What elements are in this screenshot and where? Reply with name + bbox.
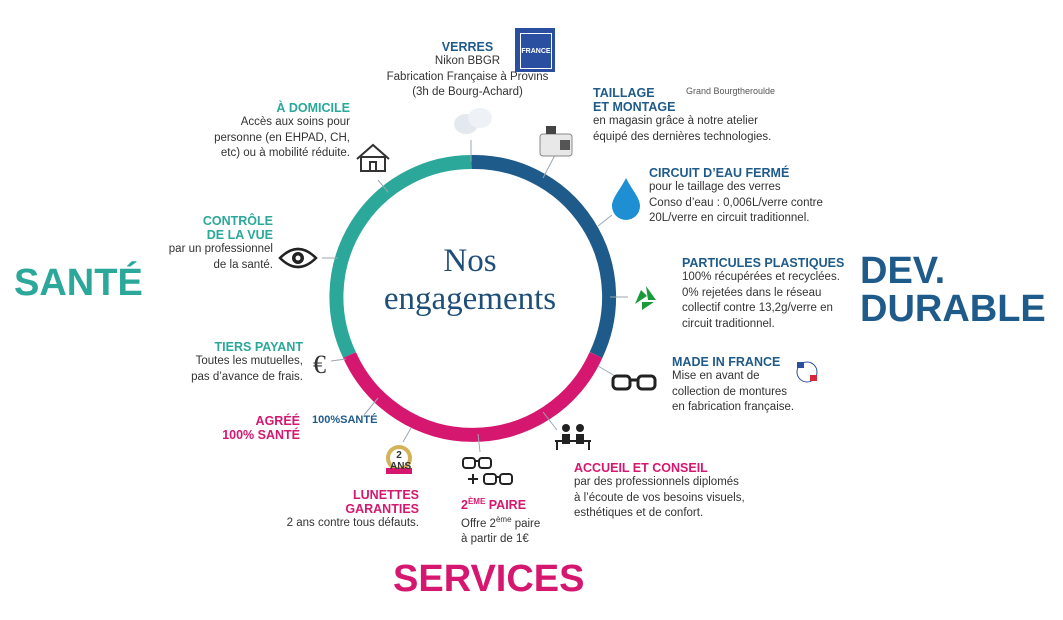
taillage-title: TAILLAGE: [593, 86, 655, 100]
verres-line: Fabrication Française à Provins: [386, 70, 549, 83]
france-flag-icon: [796, 361, 818, 383]
france-badge-label: FRANCE: [520, 33, 552, 69]
two-glasses-icon: [462, 457, 513, 485]
house-icon: [356, 143, 390, 172]
item-agree: AGRÉÉ 100% SANTÉ: [200, 414, 300, 442]
circuit-line: pour le taillage des verres: [649, 181, 781, 193]
made-in-france-title: MADE IN FRANCE: [672, 355, 781, 369]
lunettes-line: 2 ans contre tous défauts.: [286, 517, 419, 529]
lenses-icon: [454, 108, 492, 134]
item-circuit: CIRCUIT D’EAU FERMÉ pour le taillage des…: [649, 166, 859, 227]
agree-title: AGRÉÉ: [255, 414, 300, 428]
verres-line: Nikon BBGR: [434, 55, 501, 67]
particules-line: 0% rejetées dans le réseau: [682, 286, 822, 299]
item-particules: PARTICULES PLASTIQUES 100% récupérées et…: [682, 256, 857, 332]
france-badge: FRANCE: [515, 28, 555, 72]
item-lunettes: LUNETTES GARANTIES 2 ans contre tous déf…: [256, 488, 419, 532]
ring-dev-arc: [471, 154, 617, 359]
glasses-icon: [611, 374, 657, 391]
people-icon: [555, 424, 591, 450]
controle-title: CONTRÔLE: [202, 214, 273, 228]
accueil-line: esthétiques et de confort.: [574, 507, 704, 519]
water-drop-icon: [612, 178, 640, 220]
particules-title: PARTICULES PLASTIQUES: [682, 256, 845, 270]
deuxieme-paire-line: Offre 2ème paire: [461, 515, 541, 530]
section-services: SERVICES: [393, 558, 585, 600]
tiers-title: TIERS PAYANT: [214, 340, 303, 354]
deuxieme-paire-line: à partir de 1€: [461, 533, 529, 546]
section-dev-line2: DURABLE: [860, 288, 1046, 330]
grand-bourgtheroulde-logo: Grand Bourgtheroulde: [686, 86, 776, 96]
controle-line: de la santé.: [213, 258, 273, 271]
deuxieme-paire-title: 2ÈME PAIRE: [461, 497, 527, 513]
made-in-france-line: en fabrication française.: [672, 401, 795, 413]
guarantee-badge-icon: [386, 445, 412, 474]
circuit-line: Conso d’eau : 0,006L/verre contre: [649, 196, 823, 209]
item-verres: VERRES Nikon BBGR Fabrication Française …: [380, 40, 555, 101]
domicile-line: etc) ou à mobilité réduite.: [220, 147, 350, 159]
tiers-line: pas d’avance de frais.: [191, 370, 303, 383]
controle-line: par un professionnel: [168, 243, 273, 255]
circuit-line: 20L/verre en circuit traditionnel.: [649, 212, 810, 224]
made-in-france-line: Mise en avant de: [672, 370, 760, 382]
ring-services-arc: [343, 352, 603, 442]
accueil-line: à l’écoute de vos besoins visuels,: [574, 491, 745, 504]
machine-icon: [539, 126, 573, 157]
circuit-title: CIRCUIT D’EAU FERMÉ: [649, 166, 790, 180]
recycle-icon: [635, 286, 656, 310]
domicile-line: personne (en EHPAD, CH,: [214, 131, 350, 144]
tiers-line: Toutes les mutuelles,: [195, 355, 303, 367]
verres-line: (3h de Bourg-Achard): [412, 86, 523, 98]
eye-icon: [278, 247, 318, 269]
lunettes-title: GARANTIES: [345, 502, 419, 516]
euro-icon: €: [313, 350, 326, 379]
verres-title: VERRES: [441, 40, 494, 54]
item-taillage: TAILLAGE ET MONTAGE en magasin grâce à n…: [593, 86, 793, 145]
item-deuxieme-paire: 2ÈME PAIRE Offre 2ème paire à partir de …: [461, 497, 571, 548]
item-accueil: ACCUEIL ET CONSEIL par des professionnel…: [574, 461, 774, 522]
particules-line: 100% récupérées et recyclées.: [682, 271, 840, 283]
ring-sante-arc: [329, 155, 472, 359]
item-controle: CONTRÔLE DE LA VUE par un professionnel …: [150, 214, 273, 273]
accueil-title: ACCUEIL ET CONSEIL: [574, 461, 708, 475]
item-tiers-payant: TIERS PAYANT Toutes les mutuelles, pas d…: [160, 340, 303, 385]
center-title: Nos engagements: [383, 243, 557, 317]
item-domicile: À DOMICILE Accès aux soins pour personne…: [195, 101, 350, 162]
guarantee-badge-label: 2 ANS: [390, 450, 412, 472]
domicile-line: Accès aux soins pour: [240, 116, 350, 128]
item-made-in-france: MADE IN FRANCE Mise en avant de collecti…: [672, 355, 802, 416]
accueil-line: par des professionnels diplomés: [574, 476, 739, 488]
connector-lines: [322, 140, 628, 453]
taillage-title: ET MONTAGE: [593, 100, 676, 114]
section-sante: SANTÉ: [14, 262, 143, 304]
taillage-line: équipé des dernières technologies.: [593, 130, 772, 143]
section-dev-line1: DEV.: [860, 250, 946, 292]
made-in-france-line: collection de montures: [672, 385, 788, 398]
agree-title: 100% SANTÉ: [222, 428, 300, 442]
particules-line: collectif contre 13,2g/verre en: [682, 302, 833, 314]
section-dev-durable: DEV. DURABLE: [860, 252, 1046, 328]
lunettes-title: LUNETTES: [353, 488, 419, 502]
domicile-title: À DOMICILE: [276, 101, 350, 115]
particules-line: circuit traditionnel.: [682, 317, 775, 330]
controle-title: DE LA VUE: [206, 228, 273, 242]
sante-100-logo: 100%SANTÉ: [312, 414, 378, 426]
taillage-line: en magasin grâce à notre atelier: [593, 115, 758, 127]
